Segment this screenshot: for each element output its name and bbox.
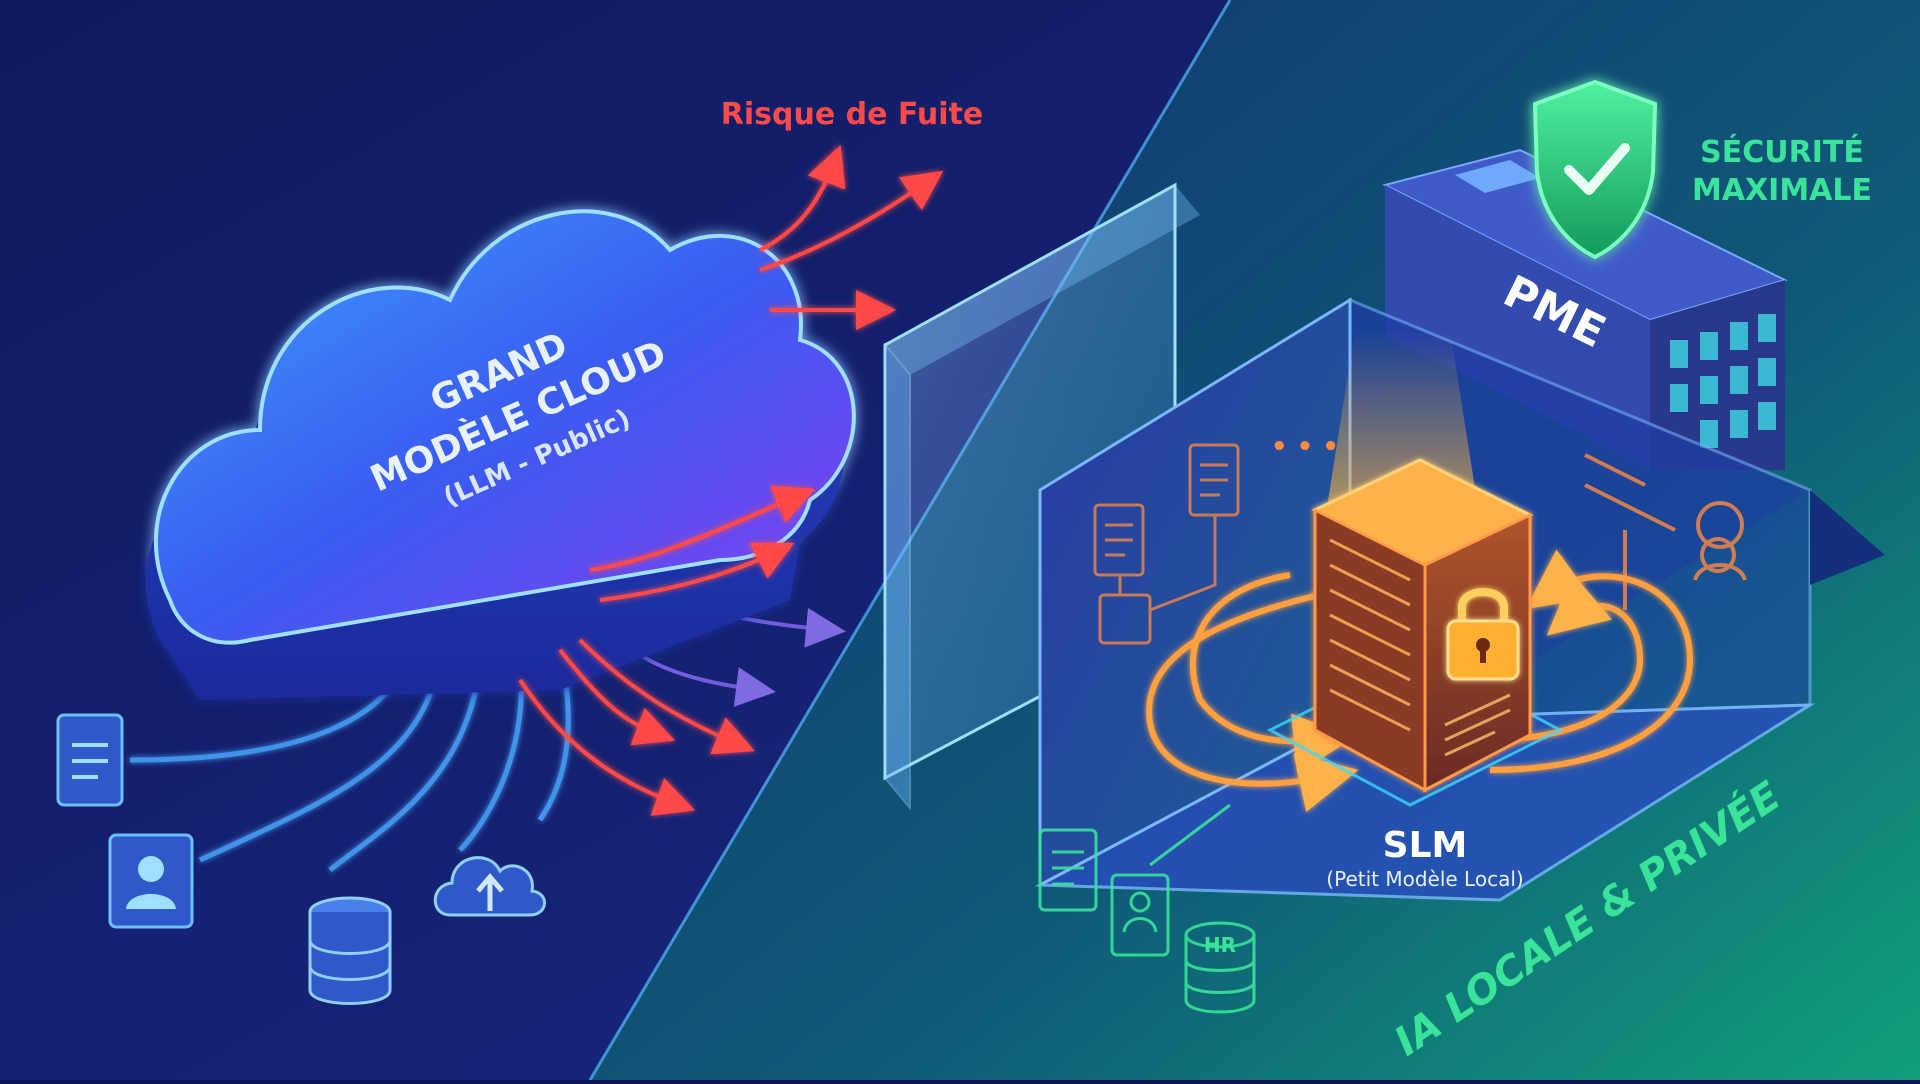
slm-title: SLM [1383,825,1468,866]
hr-label: HR [1204,933,1236,957]
security-line1: SÉCURITÉ [1700,134,1864,170]
user-card-icon [110,835,192,927]
ellipsis-dots: • • • [1271,432,1339,462]
document-icon [58,715,122,805]
leak-label: Risque de Fuite [721,97,983,132]
security-line2: MAXIMALE [1692,173,1872,208]
slm-subtitle: (Petit Modèle Local) [1326,867,1523,891]
database-icon [310,898,390,1004]
